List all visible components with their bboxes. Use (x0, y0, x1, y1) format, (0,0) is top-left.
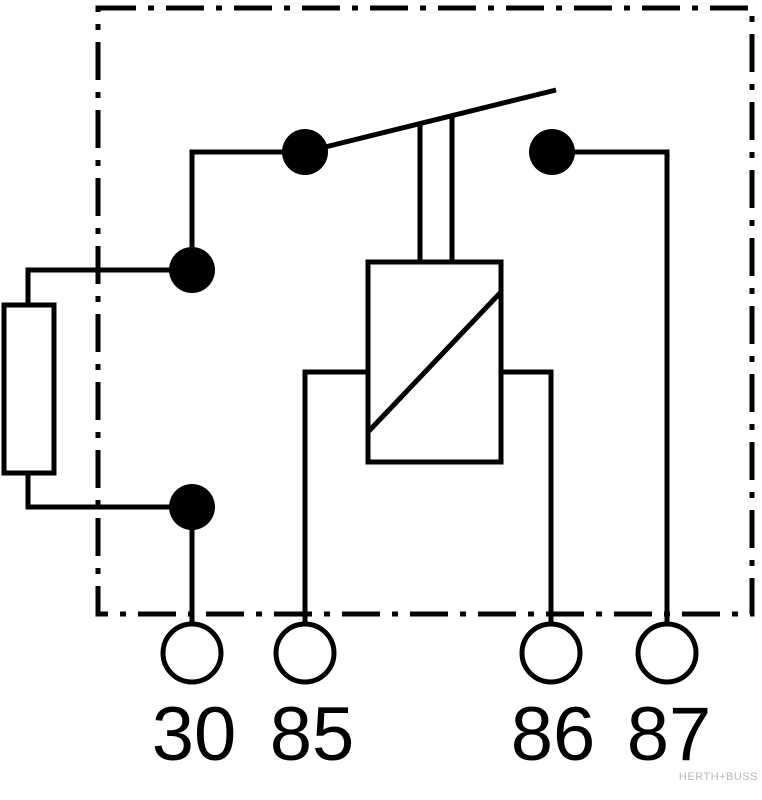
fuse-symbol (1, 302, 57, 476)
terminal-86-label: 86 (510, 692, 596, 777)
terminal-87-circle (635, 621, 699, 685)
terminal-30-circle (160, 621, 224, 685)
wire-to-terminal-87 (556, 149, 670, 628)
brand-logo: HERTH+BUSS (679, 771, 758, 783)
housing-boundary (95, 5, 755, 617)
switch-pivot-dot (282, 129, 328, 175)
junction-dot-upper (169, 247, 215, 293)
terminal-85-circle (273, 621, 337, 685)
wire-to-switch-pivot (189, 149, 305, 270)
terminal-86-circle (519, 621, 583, 685)
coil-diagonal (366, 290, 503, 434)
fuse-bottom-wire (25, 473, 192, 510)
terminal-30-label: 30 (151, 692, 237, 777)
switch-contact-dot (529, 129, 575, 175)
wire-to-terminal-86 (501, 369, 554, 628)
junction-dot-lower (169, 484, 215, 530)
terminal-85-label: 85 (269, 692, 355, 777)
coil-linkage (417, 117, 455, 262)
brand-name: HERTH+BUSS (678, 771, 758, 783)
switch-blade (304, 87, 557, 155)
terminal-87-label: 87 (626, 692, 712, 777)
fuse-top-wire (25, 267, 192, 305)
wire-to-terminal-85 (302, 369, 368, 628)
